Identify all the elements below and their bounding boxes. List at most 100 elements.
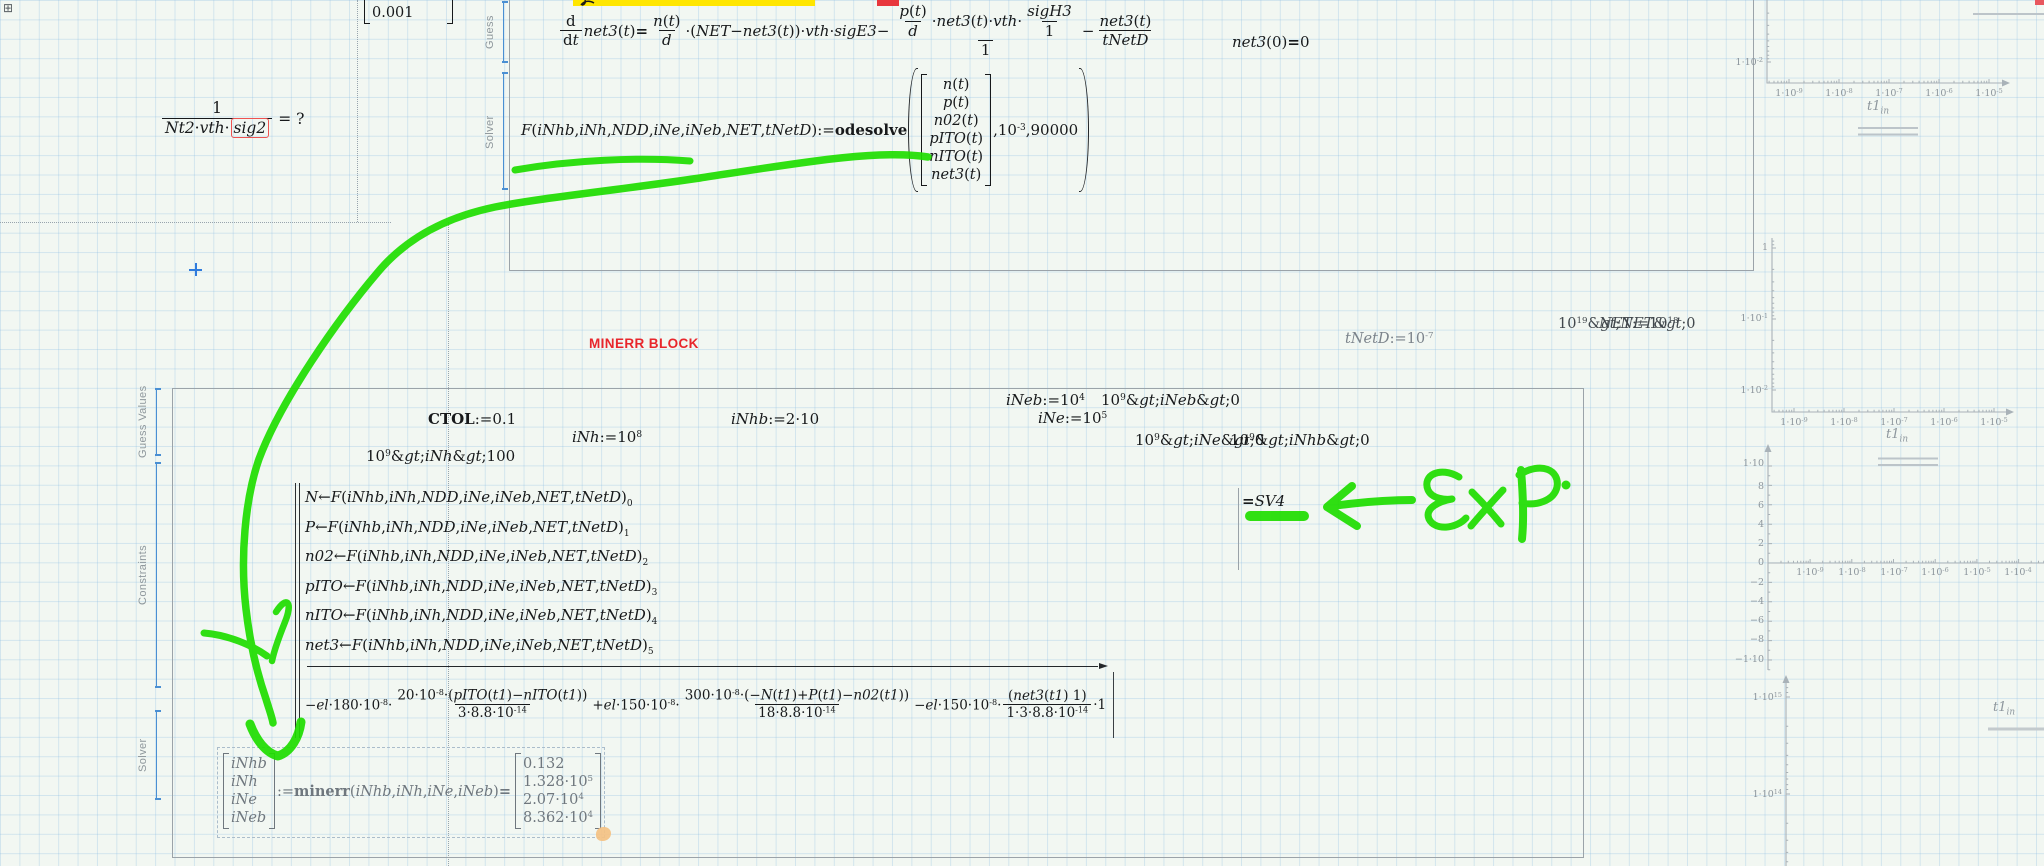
minerr-selection-box[interactable]: [217, 747, 605, 838]
inh-bound-region[interactable]: 109&gt;iNh&gt;100: [366, 447, 516, 465]
frac-den: 1·3·8.8·10-14: [1003, 704, 1092, 721]
eq-term: ·1: [1093, 697, 1107, 713]
y-tick-label: −1·10: [1734, 654, 1764, 665]
question-expression-region[interactable]: 1 Nt2·vth·sig2 = ?: [160, 99, 305, 138]
plot-axes: [1766, 0, 2044, 866]
y-tick-label: −2: [1749, 577, 1764, 588]
ctol-region[interactable]: CTOL:=0.1: [428, 410, 517, 428]
result-value: 0.132: [522, 755, 565, 772]
ode-solve-block-region[interactable]: [509, 0, 1754, 271]
page-break-vertical-2: [448, 222, 449, 866]
frac-num: (net3(t1) 1): [1007, 687, 1087, 704]
worksheet-corner-grid-icon[interactable]: ⊞: [3, 1, 14, 15]
result-value: 2.07·104: [522, 792, 584, 808]
ode-middle: ·(NET−net3(t))·vth·sigE3−: [685, 22, 890, 40]
ode-var: p(t): [942, 94, 970, 111]
net-bound-region[interactable]: 1019&gt;NET&gt;0: [1558, 316, 1696, 332]
minerr-call: :=minerr(iNhb,iNh,iNe,iNeb)=: [276, 782, 511, 800]
ink-upper-stroke[interactable]: [511, 155, 694, 174]
frac-den: tNetD: [1099, 30, 1152, 49]
y-tick-label: 8: [1757, 481, 1764, 492]
ine-guess-region[interactable]: iNe:=105: [1038, 409, 1108, 427]
ink-hook-stroke[interactable]: [268, 599, 292, 665]
y-tick-label: 4: [1757, 519, 1764, 530]
ink-left-arrow-head[interactable]: [1323, 482, 1361, 530]
x-tick-label: 1·10-7: [1880, 566, 1908, 579]
frac-num: n(t): [653, 11, 681, 30]
inhb-guess-region[interactable]: iNhb:=2·10: [731, 410, 820, 428]
x-tick-label: 1·10-5: [1980, 416, 2008, 429]
initial-condition-region[interactable]: net3(0)=0: [1232, 33, 1310, 51]
odesolve-region[interactable]: F(iNhb,iNh,NDD,iNe,iNeb,NET,tNetD):=odes…: [521, 68, 1090, 192]
x-tick-label: 1·10-4: [2004, 566, 2032, 579]
x-tick-label: 1·10-7: [1880, 416, 1908, 429]
result-value: 1.328·105: [522, 773, 594, 790]
sv4-region[interactable]: =SV4: [1242, 492, 1286, 510]
ink-long-swoop-arrow[interactable]: [239, 150, 932, 727]
x-tick-label: 1·10-6: [1925, 87, 1953, 100]
yellow-highlight-clipped: [573, 0, 815, 6]
ineb-guess-region[interactable]: iNeb:=104: [1006, 391, 1085, 409]
x-axis-label: t1in: [1866, 99, 1890, 117]
frac-num: 20·10-8·(pITO(t1)−nITO(t1)): [397, 687, 588, 704]
ode-var: nITO(t): [929, 149, 984, 166]
ode-num-mid: ·net3(t)·vth·: [931, 11, 1023, 30]
plot-legend-lines: [1858, 13, 2044, 466]
ineb-bound-region[interactable]: 109&gt;iNeb&gt;0: [1101, 391, 1240, 409]
frac-num: 300·10-8·(−N(t1)+P(t1)−n02(t1)): [684, 687, 910, 704]
constraints-program-region[interactable]: N←F(iNhb,iNh,NDD,iNe,iNeb,NET,tNetD)0 P←…: [295, 483, 1115, 738]
y-tick-label: 0: [1757, 557, 1764, 568]
frac-den: d: [905, 20, 921, 40]
ink-arrowhead[interactable]: [245, 717, 306, 761]
program-line: pITO←F(iNhb,iNh,NDD,iNe,iNeb,NET,tNetD)3: [305, 576, 658, 598]
ode-var: pITO(t): [929, 131, 984, 147]
minerr-result-region[interactable]: iNhb iNh iNe iNeb :=minerr(iNhb,iNh,iNe,…: [221, 749, 603, 833]
error-highlight-sig2[interactable]: sig2: [230, 117, 270, 138]
ink-left-arrow-shaft[interactable]: [1329, 496, 1416, 510]
x-axis-label: t1in: [1885, 427, 1909, 445]
constraints-bracket: [155, 462, 162, 688]
result-var: iNeb: [231, 810, 267, 827]
vectorized-equation: −el·180·10-8· 20·10-8·(pITO(t1)−nITO(t1)…: [305, 662, 1115, 738]
ink-barb-stroke[interactable]: [200, 629, 271, 660]
equals-question: = ?: [278, 109, 305, 128]
x-tick-label: 1·10-5: [1963, 566, 1991, 579]
equation-end-bar: [1113, 672, 1115, 738]
x-tick-label: 1·10-9: [1775, 87, 1803, 100]
minerr-block-title[interactable]: MINERR BLOCK: [589, 336, 699, 351]
minerr-solve-block-region[interactable]: [172, 388, 1584, 858]
solver-bracket: [155, 710, 162, 800]
ddt-den: dt: [560, 30, 582, 49]
inh-guess-region[interactable]: iNh:=108: [572, 428, 643, 446]
ode-var: net3(t): [931, 167, 982, 184]
x-axis-label: t1in: [1992, 700, 2016, 718]
y-tick-label: −6: [1749, 615, 1764, 626]
matrix-value: 3.005·10-4: [372, 0, 445, 4]
numerator: 1: [212, 99, 223, 117]
handwritten-exp-annotation[interactable]: [1423, 464, 1571, 543]
y-tick-label: 1·10: [1742, 458, 1764, 469]
ode-var: n02(t): [933, 112, 979, 129]
program-line: n02←F(iNhb,iNh,NDD,iNe,iNeb,NET,tNetD)2: [305, 547, 649, 569]
ine-bound-region[interactable]: 109&gt;iNe&gt;0: [1135, 431, 1265, 449]
program-line: N←F(iNhb,iNh,NDD,iNe,iNeb,NET,tNetD)0: [305, 488, 633, 510]
inhb-bound-region[interactable]: 109&gt;iNhb&gt;0: [1230, 431, 1370, 449]
guess-values-bracket: [155, 388, 162, 456]
page-break-vertical-1: [357, 0, 358, 222]
ode-var: n(t): [942, 76, 970, 93]
y-tick-label: 1·1014: [1752, 788, 1782, 801]
x-tick-label: 1·10-8: [1825, 87, 1853, 100]
sv4-guide-line: [1238, 488, 1239, 570]
odesolve-args: ,10-3,90000: [993, 121, 1079, 139]
result-value: 8.362·104: [522, 810, 594, 827]
tnetd-definition-region[interactable]: tNetD:=10-7: [1345, 331, 1434, 347]
x-tick-label: 1·10-8: [1830, 416, 1858, 429]
net-definition-region[interactable]: NET:=1018: [1599, 316, 1679, 332]
matrix-region-top-left[interactable]: 3.005·10-4 0.001: [362, 0, 455, 25]
vectorize-arrow: [307, 663, 1109, 669]
x-tick-label: 1·10-5: [1975, 87, 2003, 100]
